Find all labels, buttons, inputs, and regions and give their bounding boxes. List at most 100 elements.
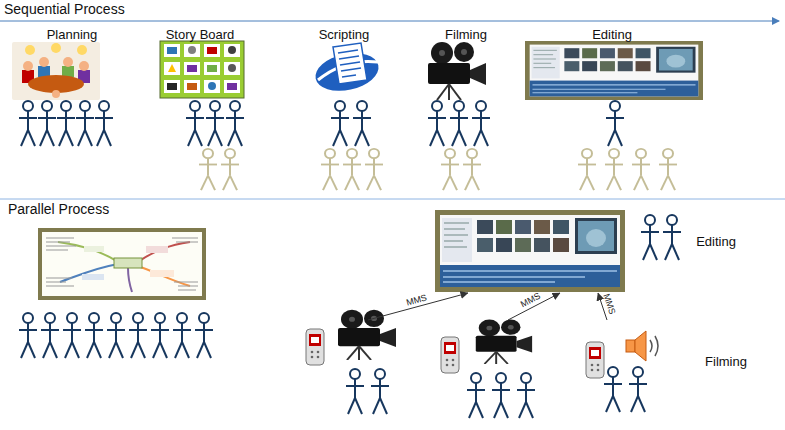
mind-map-topic bbox=[84, 246, 104, 252]
person-figure bbox=[629, 367, 647, 412]
person-figure bbox=[371, 369, 389, 414]
mind-map-center bbox=[114, 258, 142, 268]
storyboard-cell bbox=[224, 80, 240, 93]
script-line bbox=[340, 62, 360, 65]
mobile-phone bbox=[306, 329, 324, 365]
storyboard-icon bbox=[167, 47, 177, 54]
storyboard-cell bbox=[184, 44, 200, 57]
storyboard-background bbox=[160, 41, 244, 98]
node-label: Filming bbox=[696, 354, 756, 369]
person-figure bbox=[76, 101, 94, 146]
mind-map-branch bbox=[60, 264, 118, 282]
node-label: Editing bbox=[686, 234, 746, 249]
person-figure bbox=[346, 369, 364, 414]
person-figure bbox=[578, 149, 596, 190]
script-line bbox=[339, 56, 359, 59]
person-figure bbox=[38, 101, 56, 146]
speaker-symbol bbox=[626, 331, 658, 361]
script-page bbox=[333, 43, 367, 84]
person-figure bbox=[226, 101, 244, 146]
person-head bbox=[39, 57, 49, 67]
person-figure bbox=[365, 149, 383, 190]
mind-map-note bbox=[174, 282, 198, 283]
storyboard-icon bbox=[167, 83, 177, 90]
person-figure bbox=[129, 313, 147, 358]
person-figure bbox=[206, 101, 224, 146]
mind-map-note bbox=[46, 286, 74, 287]
script-line bbox=[342, 75, 356, 77]
person-figure bbox=[331, 101, 349, 146]
person-figure bbox=[63, 313, 81, 358]
storyboard-icon bbox=[227, 83, 237, 90]
mind-map-note bbox=[178, 286, 198, 287]
stage-box: Story Board bbox=[150, 27, 250, 100]
speaker-body bbox=[626, 340, 635, 352]
person-figure bbox=[517, 373, 535, 418]
mind-map-note bbox=[172, 238, 198, 239]
section-heading: Sequential Process bbox=[4, 1, 125, 17]
mind-map-note bbox=[178, 290, 196, 291]
person-figure bbox=[151, 313, 169, 358]
storyboard-icon bbox=[187, 65, 197, 72]
film-camera bbox=[476, 320, 532, 364]
person-figure bbox=[605, 149, 623, 190]
storyboard-cell bbox=[184, 80, 200, 93]
idea-bulb bbox=[25, 45, 35, 55]
storyboard-icon bbox=[207, 65, 217, 72]
mms-arrow bbox=[508, 293, 560, 320]
script-line bbox=[338, 50, 358, 53]
person-figure bbox=[41, 313, 59, 358]
person-figure bbox=[467, 373, 485, 418]
person-figure bbox=[199, 149, 217, 190]
storyboard-icon bbox=[207, 47, 217, 54]
mind-map-topic bbox=[82, 274, 104, 280]
mind-map-note bbox=[46, 238, 74, 239]
people-group bbox=[19, 101, 624, 146]
stage-box: Filming bbox=[421, 27, 511, 102]
section-heading: Parallel Process bbox=[8, 201, 109, 217]
mind-map-note bbox=[46, 246, 76, 247]
mms-arrow bbox=[598, 293, 607, 320]
person-figure bbox=[659, 149, 677, 190]
person-head bbox=[79, 61, 89, 71]
stage-box: Planning bbox=[22, 27, 122, 102]
scripting-picture bbox=[312, 43, 382, 96]
person-figure bbox=[95, 101, 113, 146]
stage-box: Editing bbox=[521, 27, 703, 102]
mms-arrow bbox=[368, 293, 468, 320]
person-figure bbox=[428, 101, 446, 146]
planning-picture bbox=[12, 42, 100, 100]
storyboard-icon bbox=[228, 64, 236, 72]
mind-map-note bbox=[46, 278, 72, 279]
storyboard-cell bbox=[224, 62, 240, 75]
section-divider bbox=[0, 199, 785, 200]
stage-box: Scripting bbox=[294, 27, 394, 95]
person-figure bbox=[221, 149, 239, 190]
storyboard-icon bbox=[228, 46, 236, 54]
person-figure bbox=[353, 101, 371, 146]
storyboard-cell bbox=[164, 44, 180, 57]
sound-wave bbox=[655, 336, 658, 356]
film-camera bbox=[428, 42, 486, 100]
person-figure bbox=[663, 215, 681, 260]
storyboard-icon bbox=[188, 46, 196, 54]
storyboard-icon bbox=[168, 64, 176, 72]
storyboard-picture bbox=[160, 41, 244, 98]
picture-background bbox=[12, 42, 100, 100]
person-figure bbox=[186, 101, 204, 146]
film-camera bbox=[338, 310, 396, 360]
person-figure bbox=[632, 149, 650, 190]
person-figure bbox=[604, 367, 622, 412]
storyboard-icon bbox=[208, 82, 216, 90]
storyboard-cell bbox=[184, 62, 200, 75]
sequence-arrow bbox=[0, 21, 779, 22]
mind-map-note bbox=[176, 242, 198, 243]
storyboard-cell bbox=[204, 80, 220, 93]
mind-map-branch bbox=[58, 242, 118, 262]
speaker-cone bbox=[635, 331, 646, 361]
storyboard-cell bbox=[204, 44, 220, 57]
node-label: Scripting bbox=[294, 27, 394, 42]
script-line bbox=[341, 68, 361, 71]
